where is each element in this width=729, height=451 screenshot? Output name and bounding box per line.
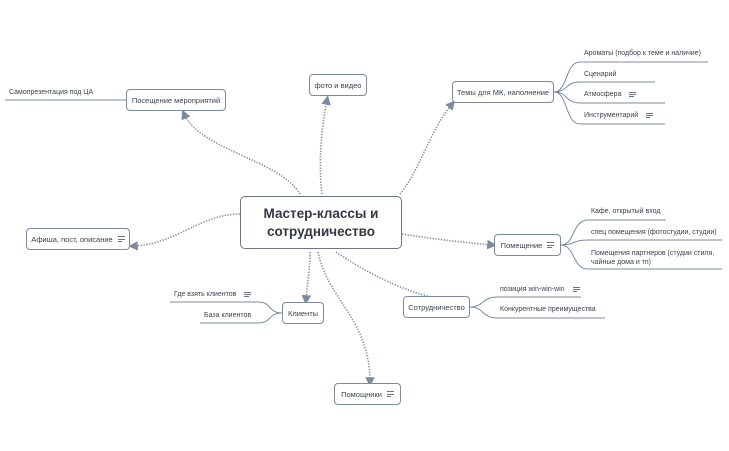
subtopic-label: Помещения партнеров (студии стиля, чайны… [591,250,715,266]
subtopic-competitive-advantages[interactable]: Конкурентные преимущества [500,305,596,314]
subtopic-self-presentation[interactable]: Самопрезентация под ЦА [9,88,93,97]
topic-poster[interactable]: Афиша, пост, описание [26,228,130,250]
note-icon[interactable] [572,286,580,294]
note-icon[interactable] [646,112,654,120]
note-icon[interactable] [629,91,637,99]
subtopic-label: Где взять клиентов [174,291,237,298]
subtopic-label: позиция win-win-win [500,286,565,293]
central-topic-label: Мастер-классы и сотрудничество [263,205,379,239]
subtopic-cafe[interactable]: Кафе, открытый вход [591,207,661,216]
subtopic-label: спец помещения (фотостудии, студии) [591,229,717,236]
topic-photo-video-label: фото и видео [314,80,362,90]
subtopic-aromas[interactable]: Ароматы (подбор к теме и наличие) [584,49,701,58]
subtopic-label: Сценарий [584,71,617,78]
topic-themes[interactable]: Темы для МК, наполнение [452,81,554,103]
subtopic-win-win[interactable]: позиция win-win-win [500,285,580,294]
central-topic[interactable]: Мастер-классы и сотрудничество [240,196,402,249]
subtopic-special-premises[interactable]: спец помещения (фотостудии, студии) [591,228,717,237]
subtopic-client-base[interactable]: База клиентов [204,311,251,320]
subtopic-label: База клиентов [204,312,252,319]
subtopic-label: Самопрезентация под ЦА [9,89,94,96]
note-icon[interactable] [547,241,555,249]
topic-photo-video[interactable]: фото и видео [309,74,367,96]
subtopic-label: Ароматы (подбор к теме и наличие) [584,50,701,57]
subtopic-label: Инструментарий [584,112,639,119]
topic-premises[interactable]: Помещение [494,234,561,256]
topic-cooperation[interactable]: Сотрудничество [403,296,470,318]
topic-events-label: Посещение мероприятий [131,95,221,105]
subtopic-atmosphere[interactable]: Атмосфера [584,90,637,99]
topic-themes-label: Темы для МК, наполнение [456,87,550,97]
subtopic-where-clients[interactable]: Где взять клиентов [174,290,252,299]
topic-premises-label: Помещение [500,240,543,250]
note-icon[interactable] [244,291,252,299]
subtopic-label: Кафе, открытый вход [591,208,661,215]
topic-clients[interactable]: Клиенты [282,302,324,324]
topic-clients-label: Клиенты [287,308,319,318]
topic-helpers[interactable]: Помощники [334,383,401,405]
topic-cooperation-label: Сотрудничество [408,302,465,312]
subtopic-label: Атмосфера [584,91,622,98]
topic-poster-label: Афиша, пост, описание [31,234,113,244]
topic-helpers-label: Помощники [341,389,382,399]
topic-events[interactable]: Посещение мероприятий [126,89,226,111]
subtopic-label: Конкурентные преимущества [500,306,596,313]
subtopic-partner-premises[interactable]: Помещения партнеров (студии стиля, чайны… [591,249,726,267]
subtopic-scenario[interactable]: Сценарий [584,70,616,79]
note-icon[interactable] [117,235,125,243]
subtopic-instruments[interactable]: Инструментарий [584,111,654,120]
note-icon[interactable] [386,390,394,398]
